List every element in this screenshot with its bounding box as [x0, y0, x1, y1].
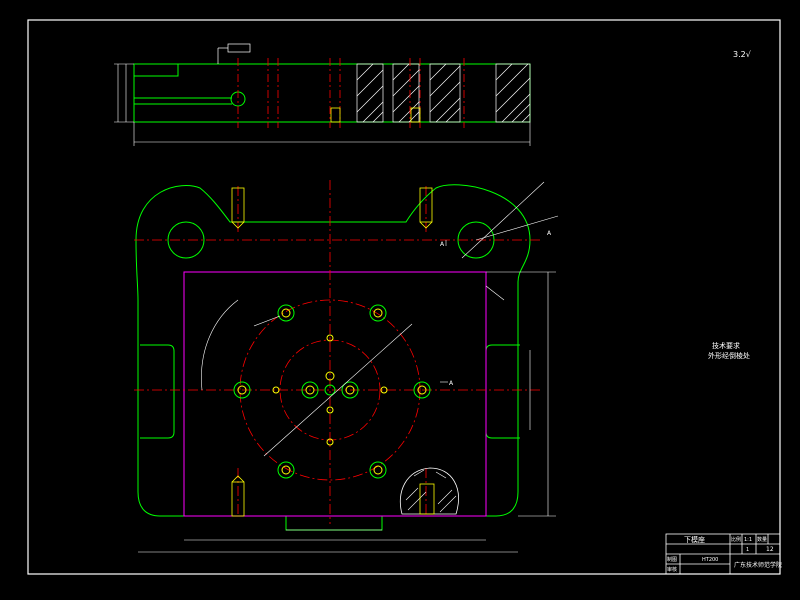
drawn-label: 制图 — [667, 556, 677, 563]
roughness-symbol: 3.2√ — [733, 50, 752, 59]
section-center-lines — [237, 58, 465, 128]
section-view-outline — [133, 63, 179, 77]
hatch-areas — [356, 63, 531, 123]
local-section — [399, 467, 459, 515]
scale-value: 1:1 — [744, 537, 752, 543]
section-view — [114, 43, 531, 146]
technical-requirements-title: 技术要求 — [712, 341, 740, 350]
section-marker-a3: A — [440, 241, 445, 248]
section-marker-a1: A — [547, 230, 552, 237]
plan-dimensions — [138, 181, 559, 553]
plan-holes — [233, 304, 431, 479]
plan-center-lines — [134, 180, 540, 524]
section-dimensions — [114, 63, 531, 146]
section-view-body — [133, 63, 531, 123]
sheet-number: 12 — [766, 546, 774, 553]
section-bolts — [330, 107, 421, 123]
quantity-label: 数量 — [757, 536, 767, 543]
drawing-border — [27, 19, 781, 575]
screw-holes — [231, 187, 433, 517]
bottom-slot — [285, 515, 383, 531]
die-plate-outline — [183, 271, 487, 517]
flatness-frame — [227, 43, 251, 53]
checked-label: 审核 — [667, 566, 677, 573]
center-hole — [324, 384, 336, 396]
technical-requirements-text: 外形经倒棱处 — [708, 351, 750, 360]
side-slot-right — [485, 344, 520, 439]
scale-label: 比例 — [731, 536, 741, 543]
quantity-value: 1 — [746, 547, 749, 553]
plan-outline — [135, 184, 531, 517]
school-name: 广东技术师范学院 — [734, 561, 782, 569]
plan-view: A A A — [134, 180, 559, 553]
side-slot-left — [140, 344, 175, 439]
guide-bushing-left — [167, 221, 205, 259]
part-name: 下模座 — [684, 535, 705, 544]
section-marker-a2: A — [449, 380, 454, 387]
title-block: 下模座 比例 1:1 数量 HT200 1 12 制图 审核 广东技术师范学院 — [665, 533, 782, 575]
material: HT200 — [702, 557, 718, 563]
